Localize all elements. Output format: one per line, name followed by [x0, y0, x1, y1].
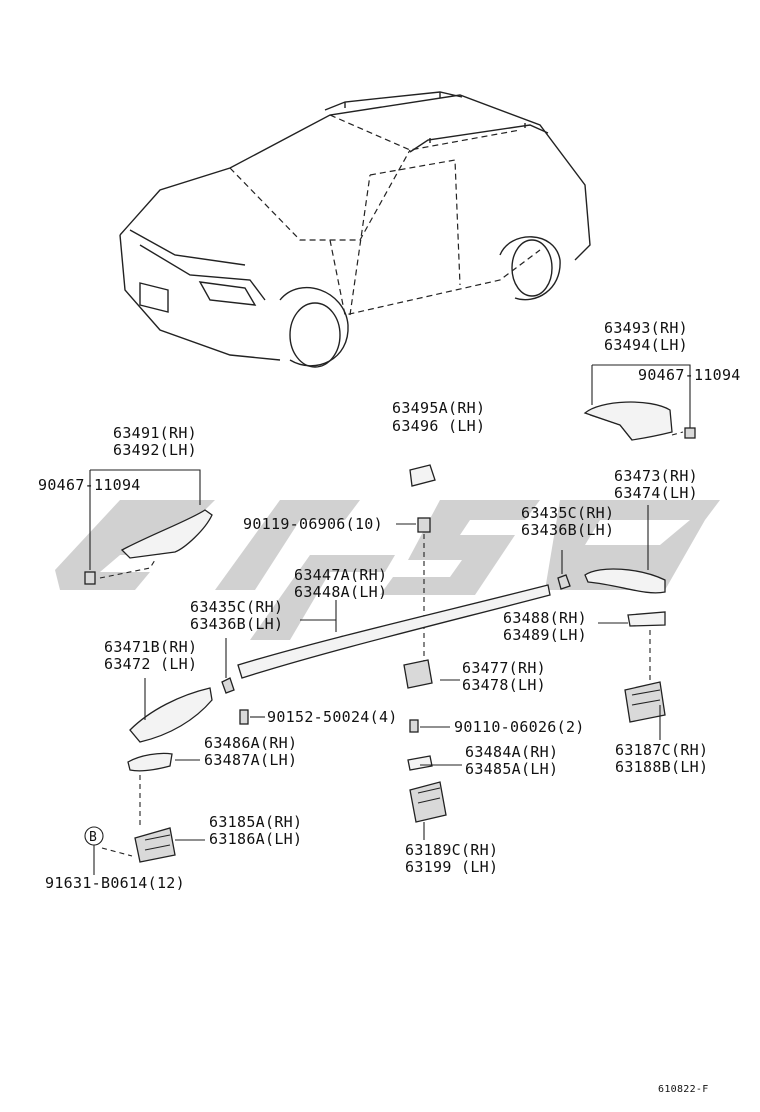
- label-63436b-right: 63436B(LH): [521, 521, 614, 539]
- label-63484a: 63484A(RH): [465, 743, 558, 761]
- center-leg-part: [403, 659, 447, 840]
- roof-rail-part: [237, 584, 551, 679]
- front-leg-part: [84, 678, 213, 875]
- label-63436b-left: 63436B(LH): [190, 615, 283, 633]
- label-63477: 63477(RH): [462, 659, 546, 677]
- part-labels: 63493(RH) 63494(LH) 90467-11094 63491(RH…: [38, 319, 741, 1095]
- leader-lines: [175, 619, 661, 841]
- label-63495a: 63495A(RH): [392, 399, 485, 417]
- label-63435c-left: 63435C(RH): [190, 598, 283, 616]
- label-63185a: 63185A(RH): [209, 813, 302, 831]
- label-63492: 63492(LH): [113, 441, 197, 459]
- label-63435c-right: 63435C(RH): [521, 504, 614, 522]
- rear-end-cover-part: [583, 364, 696, 441]
- label-63489: 63489(LH): [503, 626, 587, 644]
- label-63471b: 63471B(RH): [104, 638, 197, 656]
- label-63473: 63473(RH): [614, 467, 698, 485]
- clip-63435c-left: [221, 638, 235, 694]
- label-63485a: 63485A(LH): [465, 760, 558, 778]
- label-63487a: 63487A(LH): [204, 751, 297, 769]
- label-90467-left: 90467-11094: [38, 476, 141, 494]
- label-90152: 90152-50024(4): [267, 708, 398, 726]
- label-63186a: 63186A(LH): [209, 830, 302, 848]
- label-63472: 63472 (LH): [104, 655, 197, 673]
- label-63474: 63474(LH): [614, 484, 698, 502]
- label-90467-right: 90467-11094: [638, 366, 741, 384]
- label-63491: 63491(RH): [113, 424, 197, 442]
- vehicle-outline: [119, 91, 591, 368]
- screw-90152: [239, 709, 249, 725]
- label-63493: 63493(RH): [604, 319, 688, 337]
- callout-b-label: B: [89, 830, 97, 845]
- label-91631: 91631-B0614(12): [45, 874, 185, 892]
- label-90119: 90119-06906(10): [243, 515, 383, 533]
- label-63496: 63496 (LH): [392, 417, 485, 435]
- screw-icon: [684, 427, 696, 439]
- label-63478: 63478(LH): [462, 676, 546, 694]
- label-63448a: 63448A(LH): [294, 583, 387, 601]
- label-63447a: 63447A(RH): [294, 566, 387, 584]
- clip-63435c-right: [557, 550, 571, 590]
- label-63486a: 63486A(RH): [204, 734, 297, 752]
- label-63188b: 63188B(LH): [615, 758, 708, 776]
- label-63189c: 63189C(RH): [405, 841, 498, 859]
- rear-leg-part: [584, 505, 666, 723]
- label-63488: 63488(RH): [503, 609, 587, 627]
- cap-part: [409, 464, 436, 487]
- front-end-cover-part: [84, 469, 213, 585]
- label-63494: 63494(LH): [604, 336, 688, 354]
- label-90110: 90110-06026(2): [454, 718, 585, 736]
- label-63187c: 63187C(RH): [615, 741, 708, 759]
- figure-code: 610822-F: [658, 1084, 709, 1095]
- clip-90119: [396, 517, 431, 665]
- label-63199: 63199 (LH): [405, 858, 498, 876]
- screw-icon: [84, 571, 96, 585]
